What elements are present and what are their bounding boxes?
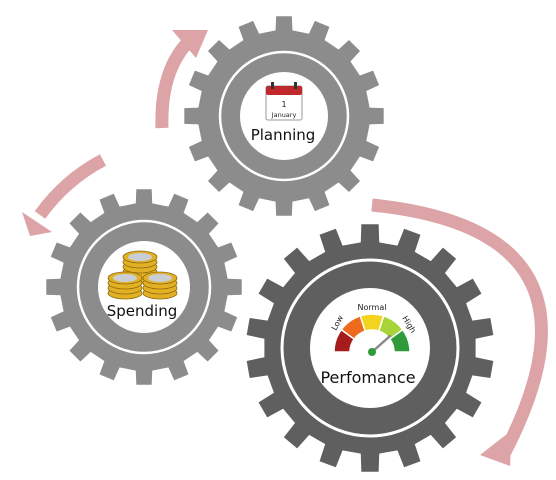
- speedometer-icon: Low Normal High: [330, 303, 418, 356]
- gauge-segment: [388, 328, 411, 353]
- performance-gear-hub: [310, 288, 430, 408]
- arrow-spending-to-planning: [155, 30, 208, 129]
- calendar-day: 1: [281, 100, 286, 109]
- calendar-month: January: [271, 111, 297, 119]
- arrow-to-performance: [371, 198, 548, 466]
- coin-face: [113, 274, 137, 282]
- gauge-pivot: [368, 348, 376, 356]
- arrow-planning-to-spending: [22, 154, 107, 236]
- planning-gear-inner-ring: [218, 50, 350, 182]
- coin-face: [128, 253, 152, 261]
- gauge-label-normal: Normal: [358, 303, 387, 312]
- coin-stacks-icon: [107, 250, 178, 300]
- planning-gear: 1 January Planning: [184, 16, 384, 216]
- planning-label: Planning: [251, 126, 316, 144]
- performance-label: Perfomance: [320, 368, 415, 387]
- coin-face: [148, 274, 172, 282]
- spending-label: Spending: [107, 302, 178, 320]
- performance-gear: Low Normal High Perfomance: [246, 224, 494, 472]
- calendar-icon: 1 January: [265, 82, 303, 121]
- spending-gear: Spending: [46, 189, 242, 385]
- spending-gear-inner-ring: [76, 219, 212, 355]
- performance-gear-inner-ring: [280, 258, 460, 438]
